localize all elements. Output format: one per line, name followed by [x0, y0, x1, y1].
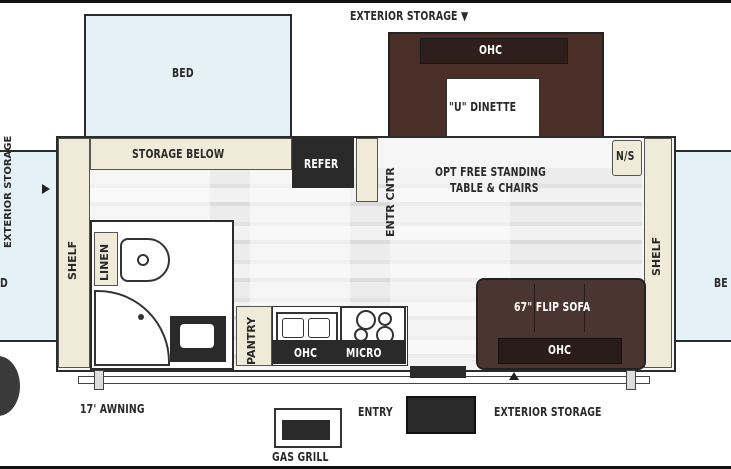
u-dinette-label: "U" DINETTE — [449, 100, 517, 114]
entr-cntr-label: ENTR CNTR — [384, 167, 397, 237]
awning-label: 17' AWNING — [80, 402, 145, 416]
bottom-edge-bar — [0, 466, 731, 469]
flip-sofa-label: 67" FLIP SOFA — [514, 300, 591, 314]
linen-label: LINEN — [98, 243, 111, 281]
bed-right — [672, 150, 731, 342]
gas-grill-body — [282, 420, 330, 440]
shelf-right — [644, 138, 672, 368]
pantry — [236, 306, 272, 366]
kitchen-sink-basin-b — [308, 318, 330, 338]
awning-rail — [78, 376, 650, 384]
sofa-cushion-1 — [486, 284, 535, 332]
bath-sink-basin — [180, 324, 214, 348]
storage-below — [90, 138, 292, 170]
linen-closet — [94, 232, 118, 286]
top-edge-bar — [0, 0, 731, 3]
gas-grill-label: GAS GRILL — [272, 450, 329, 464]
burner-2 — [378, 312, 392, 326]
entry-step — [406, 396, 476, 434]
night-stand-label: N/S — [616, 149, 635, 163]
bed-right-label: BE — [714, 276, 728, 290]
exterior-storage-top-label: EXTERIOR STORAGE ▼ — [350, 9, 469, 23]
bed-top — [84, 14, 292, 142]
bed-top-label: BED — [172, 66, 194, 80]
night-stand — [612, 140, 642, 176]
shelf-left-label: SHELF — [66, 240, 79, 280]
opt-table-label-1: OPT FREE STANDING — [435, 165, 547, 179]
shower-drain — [138, 314, 144, 320]
sofa-ohc-label: OHC — [548, 343, 572, 357]
shelf-left — [58, 138, 90, 368]
gas-grill — [274, 408, 342, 448]
overlay-circle-button[interactable] — [0, 356, 20, 416]
micro-label: MICRO — [346, 346, 382, 360]
u-dinette-table — [446, 78, 540, 140]
awning-post-right — [626, 370, 636, 390]
kitchen-sink-basin-a — [282, 318, 304, 338]
exterior-storage-left-label: EXTERIOR STORAGE — [3, 135, 14, 248]
refrigerator — [292, 138, 354, 188]
bed-left — [0, 150, 60, 342]
toilet-center — [137, 254, 149, 266]
opt-table-label-2: TABLE & CHAIRS — [450, 181, 539, 195]
exterior-storage-bottom-arrow — [509, 372, 519, 380]
sofa-cushion-2 — [536, 284, 585, 332]
kitchen-ohc — [272, 340, 406, 364]
entertainment-center — [356, 138, 378, 202]
stove — [340, 306, 406, 346]
burner-1 — [356, 310, 376, 330]
shelf-right-label: SHELF — [650, 236, 663, 276]
exterior-storage-left-arrow — [42, 184, 50, 194]
bed-left-label: D — [0, 276, 8, 290]
kitchen-ohc-label: OHC — [294, 346, 318, 360]
awning-post-left — [94, 370, 104, 390]
u-dinette-ohc-strip — [420, 38, 568, 64]
entry-label: ENTRY — [358, 405, 393, 419]
pantry-label: PANTRY — [245, 316, 258, 365]
exterior-storage-bottom-label: EXTERIOR STORAGE — [494, 405, 602, 419]
storage-below-label: STORAGE BELOW — [132, 147, 225, 161]
entry-door-threshold — [410, 366, 466, 378]
sofa-ohc — [498, 338, 622, 364]
refer-label: REFER — [304, 157, 339, 171]
u-dinette-ohc-label: OHC — [479, 43, 503, 57]
